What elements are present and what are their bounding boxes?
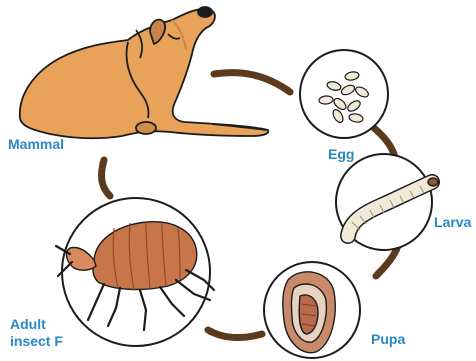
arrow-mammal-to-egg <box>214 73 290 92</box>
adult-circle <box>56 198 214 346</box>
stage-label-egg: Egg <box>328 146 354 163</box>
larva-circle <box>336 154 438 250</box>
stage-label-larva: Larva <box>434 214 471 231</box>
egg-circle <box>300 50 388 138</box>
stage-label-mammal: Mammal <box>8 136 64 153</box>
stage-label-pupa: Pupa <box>371 331 405 348</box>
pupa-icon <box>283 272 335 353</box>
pupa-circle <box>264 262 360 358</box>
arrow-adult-to-mammal <box>102 160 110 196</box>
stage-label-adult: Adult insect F <box>10 316 63 350</box>
arrow-pupa-to-adult <box>208 330 262 337</box>
